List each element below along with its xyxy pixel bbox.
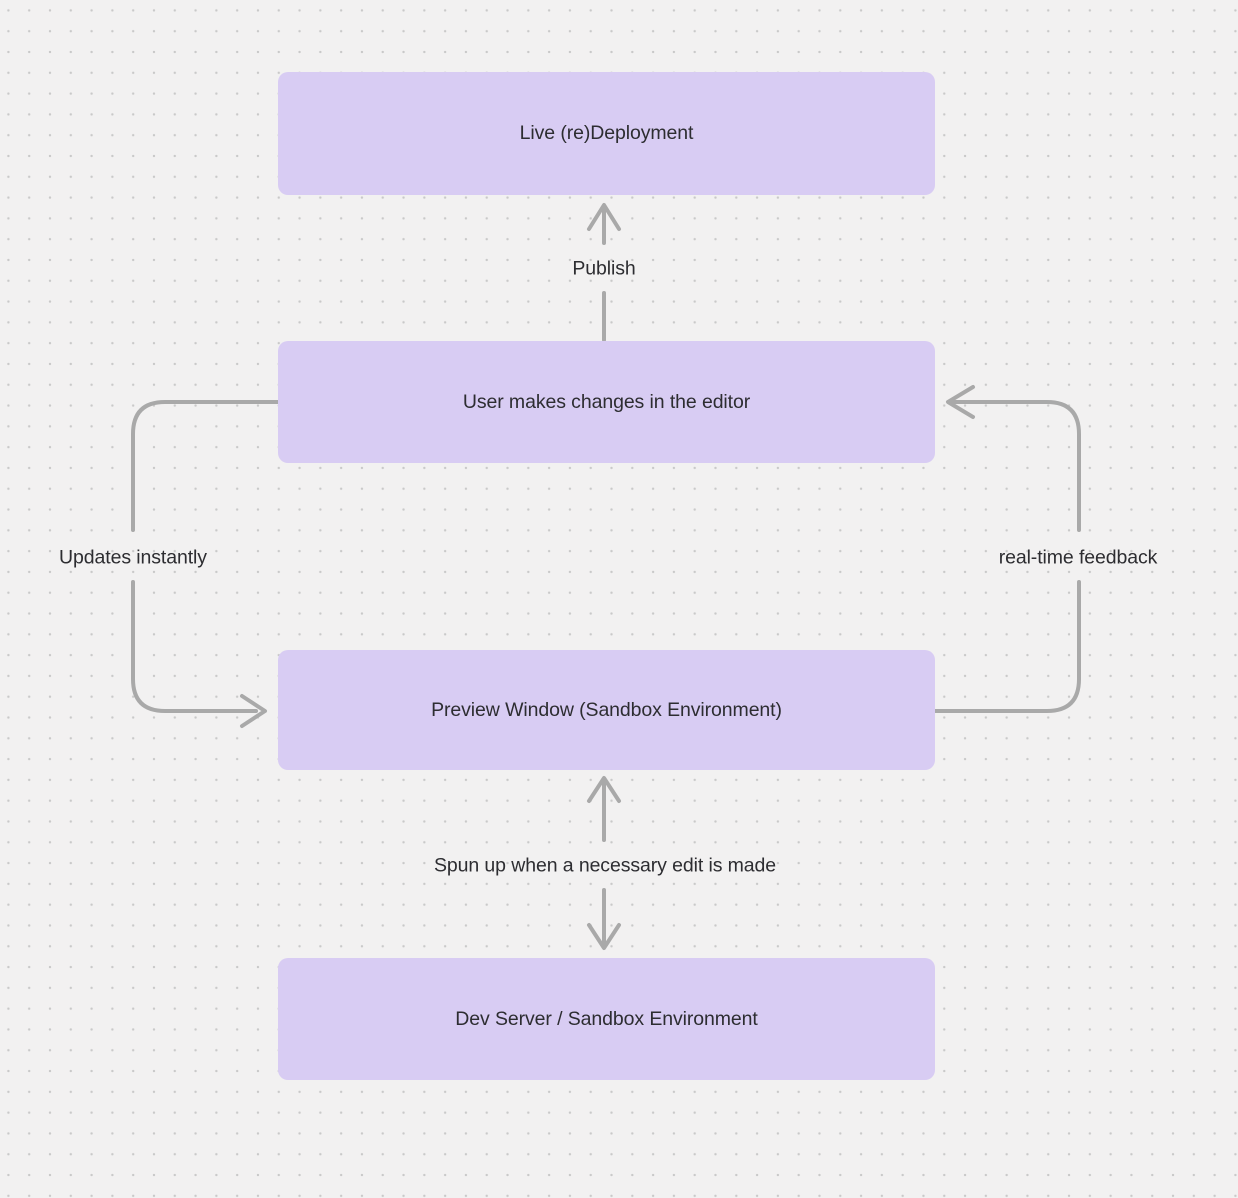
edge-line[interactable]	[131, 400, 280, 532]
arrowhead-right-icon	[240, 694, 267, 728]
node-label: Preview Window (Sandbox Environment)	[431, 698, 782, 721]
node-label: Live (re)Deployment	[519, 122, 694, 144]
node-label: Dev Server / Sandbox Environment	[455, 1007, 758, 1030]
node-live-redeployment[interactable]: Live (re)Deployment	[278, 72, 935, 195]
arrowhead-left-icon	[946, 385, 975, 419]
edge-updates-instantly[interactable]	[131, 400, 280, 728]
edge-line[interactable]	[131, 580, 258, 713]
edge-label-real-time-feedback[interactable]: real-time feedback	[998, 546, 1158, 569]
node-user-editor[interactable]: User makes changes in the editor	[278, 341, 935, 463]
edge-label-spun-up[interactable]: Spun up when a necessary edit is made	[433, 854, 777, 877]
node-dev-server[interactable]: Dev Server / Sandbox Environment	[278, 958, 935, 1080]
edge-label-updates-instantly[interactable]: Updates instantly	[59, 546, 207, 569]
edge-real-time-feedback[interactable]	[933, 385, 1081, 713]
node-label: User makes changes in the editor	[462, 390, 751, 413]
edge-line[interactable]	[949, 400, 1081, 532]
arrowhead-down-icon	[587, 923, 621, 950]
arrowhead-up-icon	[587, 776, 621, 803]
edge-label-publish[interactable]: Publish	[572, 257, 636, 280]
edge-line[interactable]	[933, 580, 1081, 713]
arrowhead-up-icon	[587, 203, 621, 231]
edge-spun-up[interactable]	[587, 776, 621, 950]
node-preview-window[interactable]: Preview Window (Sandbox Environment)	[278, 650, 935, 770]
edge-publish[interactable]	[587, 203, 621, 342]
